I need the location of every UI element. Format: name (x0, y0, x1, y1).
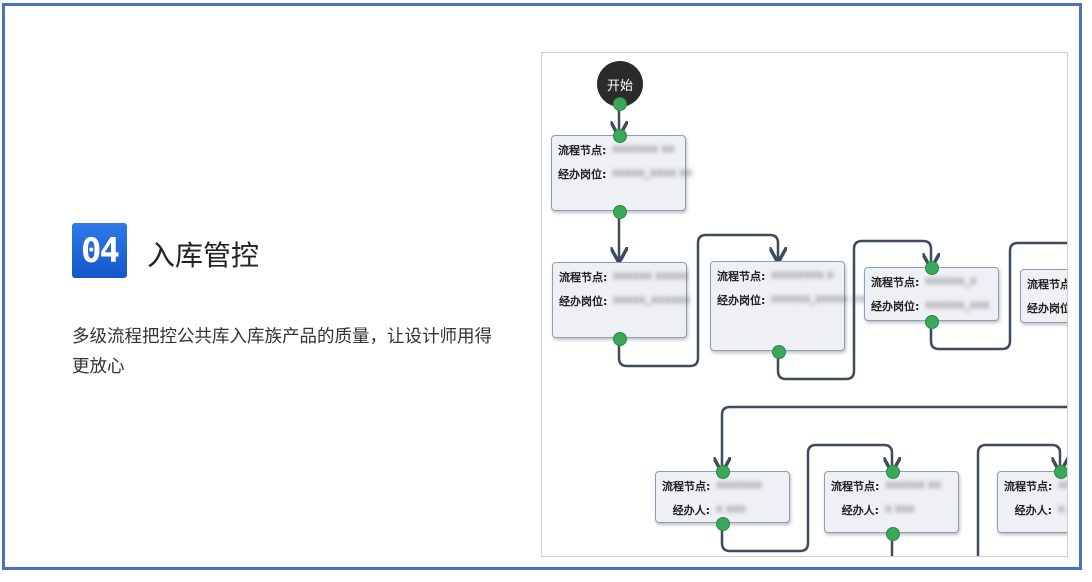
start-label: 开始 (606, 78, 633, 94)
flow-node[interactable]: 流程节点: xxxxxxxx x 经办岗位: xxxxxx_xxxxx xxxxxx (710, 261, 891, 351)
port-dot[interactable] (716, 465, 730, 479)
workflow-diagram: 开始 流程节点: xxxxxxx xx 经办岗位: xxxxx_xxxx xx 流程… (541, 52, 1068, 557)
connector-node4-node5 (929, 241, 1067, 351)
handler-value: x xxx (885, 502, 915, 515)
port-dot[interactable] (613, 332, 627, 346)
handler-value: x xxx (1058, 502, 1067, 515)
connector-node6-node7 (720, 443, 892, 553)
node-value: xxxxxxxx x (771, 268, 834, 281)
node-label: 流程节点: (662, 480, 711, 493)
port-dot[interactable] (613, 97, 627, 111)
post-value: xxxxx_xxxx xx (612, 166, 693, 179)
node-label: 流程节点: (558, 144, 607, 157)
feature-title: 入库管控 (147, 239, 260, 272)
handler-label: 经办人: (1014, 504, 1052, 517)
port-dot[interactable] (613, 205, 627, 219)
feature-description: 多级流程把控公共库入库族产品的质量，让设计师用得更放心 (72, 327, 492, 377)
post-label: 经办岗位: (559, 295, 608, 308)
post-value: xxxxxx_xxxxx xxxxxx (771, 292, 891, 305)
post-label: 经办岗位: (717, 294, 766, 307)
flow-node[interactable]: 流程节点: xxxxxx xx 经办人: x xxx (824, 471, 959, 533)
node-label: 流程节点: (871, 276, 920, 289)
post-label: 经办岗位: (1027, 302, 1067, 315)
flow-node[interactable]: 流程节点:xxxx 经办岗位: (1020, 269, 1067, 323)
node-label: 流程节点: (717, 270, 766, 283)
port-dot[interactable] (925, 315, 939, 329)
port-dot[interactable] (925, 261, 939, 275)
handler-label: 经办人: (841, 504, 879, 517)
port-dot[interactable] (613, 129, 627, 143)
port-dot[interactable] (716, 517, 730, 531)
node-label: 流程节点: (1004, 480, 1053, 493)
port-dot[interactable] (772, 345, 786, 359)
post-value: xxxxx_xxxxxx (613, 293, 691, 306)
node-value: xxxx (1058, 478, 1067, 491)
feature-number: 04 (81, 230, 120, 271)
post-label: 经办岗位: (558, 168, 607, 181)
connector-node8-next (976, 443, 1060, 556)
port-dot[interactable] (886, 465, 900, 479)
flow-node[interactable]: 流程节点: xxxxxx xxxxx 经办岗位: xxxxx_xxxxxx (552, 262, 691, 338)
connector-row-return (722, 405, 1067, 471)
connector-node3-node4 (776, 239, 931, 381)
handler-value: x xxx (716, 502, 746, 515)
port-dot[interactable] (1054, 465, 1067, 479)
node-value: xxxxxx xxxxx (613, 269, 689, 282)
connector-node2-node3 (617, 233, 778, 368)
node-value: xxxxxx_x (925, 274, 977, 287)
post-label: 经办岗位: (871, 300, 920, 313)
node-label: 流程节点: (831, 480, 880, 493)
handler-label: 经办人: (672, 504, 710, 517)
node-label: 流程节点: (1027, 278, 1067, 291)
post-value: xxxxxx_xxx (925, 298, 990, 311)
node-value: xxxxxx xx (885, 478, 941, 491)
flow-node[interactable]: 流程节点: xxxxxxx xx 经办岗位: xxxxx_xxxx xx (551, 135, 693, 211)
feature-number-badge: 04 (72, 223, 127, 278)
node-label: 流程节点: (559, 271, 608, 284)
node-value: xxxxxxx xx (612, 142, 675, 155)
flow-node[interactable]: 流程节点: xxxx 经办人: x xxx (997, 471, 1067, 533)
flow-node[interactable]: 流程节点: xxxxxx_x 经办岗位: xxxxxx_xxx (864, 267, 999, 321)
start-node[interactable]: 开始 (597, 61, 643, 107)
node-value: xxxxxxx (716, 478, 762, 491)
port-dot[interactable] (886, 527, 900, 541)
